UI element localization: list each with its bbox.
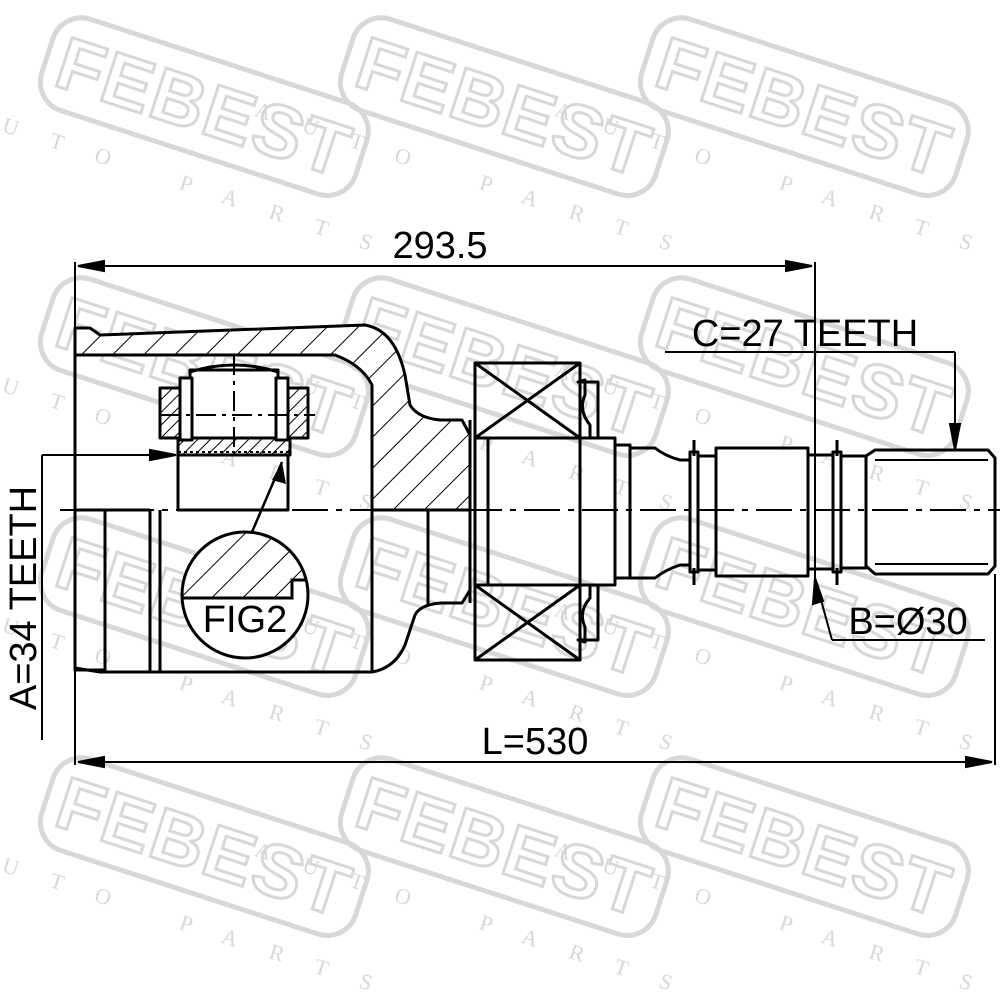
seal-ring xyxy=(578,436,617,587)
fig2-detail: FIG2 xyxy=(180,461,310,660)
dim-total-length: L=530 xyxy=(482,721,589,763)
dimension-lines xyxy=(41,259,996,769)
svg-text:FEBEST: FEBEST xyxy=(47,761,362,934)
dim-joint-length: 293.5 xyxy=(392,225,487,267)
housing-section-upper xyxy=(73,323,472,512)
dim-outer-spline: C=27 TEETH xyxy=(692,313,918,355)
svg-text:FEBEST: FEBEST xyxy=(647,281,962,454)
housing-body-lower xyxy=(73,510,472,674)
svg-text:FEBEST: FEBEST xyxy=(647,761,962,934)
svg-text:FEBEST: FEBEST xyxy=(647,21,962,194)
part-outline xyxy=(60,323,1000,674)
svg-text:FEBEST: FEBEST xyxy=(47,21,362,194)
fig2-label: FIG2 xyxy=(203,599,287,641)
dim-inner-spline: A=34 TEETH xyxy=(3,486,45,710)
svg-text:FEBEST: FEBEST xyxy=(347,21,662,194)
dim-shaft-diameter: B=Ø30 xyxy=(848,601,967,643)
svg-text:FEBEST: FEBEST xyxy=(347,761,662,934)
outer-spline-end xyxy=(864,448,997,576)
